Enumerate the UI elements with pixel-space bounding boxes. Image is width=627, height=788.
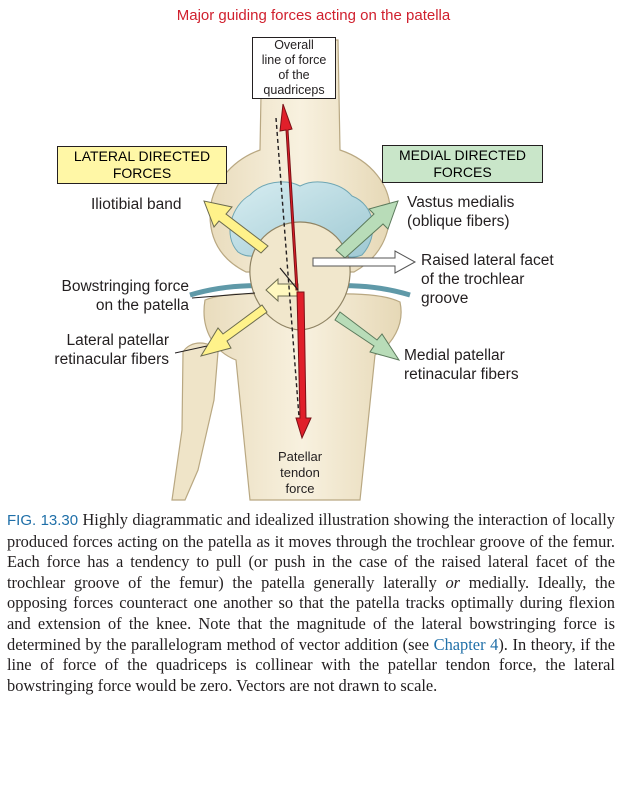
quadriceps-dashed-line xyxy=(275,117,301,431)
caption-text: ). In theory, if the line of force of th… xyxy=(7,634,615,695)
facet-label-line: Raised lateral facet xyxy=(421,252,554,269)
bowstring-label-line: on the patella xyxy=(95,297,189,314)
parallelogram-line xyxy=(279,267,299,291)
lateral-box-line: FORCES xyxy=(112,165,172,181)
fibula xyxy=(171,342,219,501)
lateral-retinacular-arrow xyxy=(199,304,268,357)
medial-retinacular-arrow xyxy=(334,311,401,361)
lateral-forces-box: LATERAL DIRECTED FORCES xyxy=(57,146,227,184)
lateral-retinacular-line: Lateral patellar xyxy=(66,332,169,349)
caption-text: Highly diagrammatic and idealized illust… xyxy=(7,510,615,592)
lateral-retinacular-line: retinacular fibers xyxy=(54,351,169,368)
facet-arrow xyxy=(312,250,417,274)
iliotibial-arrow xyxy=(203,200,269,254)
medial-box-line: MEDIAL DIRECTED xyxy=(398,147,527,163)
quadriceps-label-line: Overall xyxy=(274,38,314,52)
bowstringing-force-label: Bowstringing force on the patella xyxy=(29,277,189,315)
iliotibial-band-label: Iliotibial band xyxy=(91,196,182,213)
tendon-force-arrow xyxy=(295,291,312,440)
quadriceps-label-line: of the xyxy=(278,68,310,82)
medial-forces-box: MEDIAL DIRECTED FORCES xyxy=(382,145,543,183)
caption-text: medially. Ideally, the opposing forces c… xyxy=(7,572,615,654)
lateral-force-arrows xyxy=(199,200,299,357)
patellar-tendon-label: Patellar tendon force xyxy=(267,449,333,497)
vastus-label-line: Vastus medialis xyxy=(407,194,515,211)
quadriceps-force-label: Overall line of force of the quadriceps xyxy=(252,37,336,99)
leader-lines xyxy=(174,292,256,354)
figure-caption: FIG. 13.30 Highly diagrammatic and ideal… xyxy=(7,510,615,696)
lateral-box-line: LATERAL DIRECTED xyxy=(73,148,211,164)
figure-number: FIG. 13.30 xyxy=(7,512,79,529)
medial-force-arrows xyxy=(312,200,417,361)
diagram-svg xyxy=(171,39,417,501)
facet-label-line: of the trochlear xyxy=(421,271,525,288)
tendon-label-line: tendon xyxy=(280,465,320,480)
lateral-retinacular-label: Lateral patellar retinacular fibers xyxy=(17,331,169,369)
caption-emphasis: or xyxy=(445,572,461,592)
knee-force-diagram: Major guiding forces acting on the patel… xyxy=(17,7,554,501)
diagram-title: Major guiding forces acting on the patel… xyxy=(176,7,451,24)
chapter-link[interactable]: Chapter 4 xyxy=(433,634,499,654)
medial-box-line: FORCES xyxy=(433,164,492,180)
quadriceps-label-line: line of force xyxy=(261,53,327,67)
lateral-facet-label: Raised lateral facet of the trochlear gr… xyxy=(421,251,554,308)
medial-retinacular-line: retinacular fibers xyxy=(404,366,519,383)
medial-retinacular-label: Medial patellar retinacular fibers xyxy=(404,346,519,384)
vastus-label-line: (oblique fibers) xyxy=(407,213,510,230)
facet-label-line: groove xyxy=(421,290,469,307)
tendon-label-line: Patellar xyxy=(277,449,323,464)
vastus-medialis-arrow xyxy=(335,200,399,259)
quadriceps-label-line: quadriceps xyxy=(263,83,325,97)
vastus-medialis-label: Vastus medialis (oblique fibers) xyxy=(407,193,514,231)
tendon-label-line: force xyxy=(285,481,315,496)
medial-retinacular-line: Medial patellar xyxy=(404,347,505,364)
bowstring-label-line: Bowstringing force xyxy=(61,278,189,295)
quadriceps-force-arrow xyxy=(279,103,299,291)
